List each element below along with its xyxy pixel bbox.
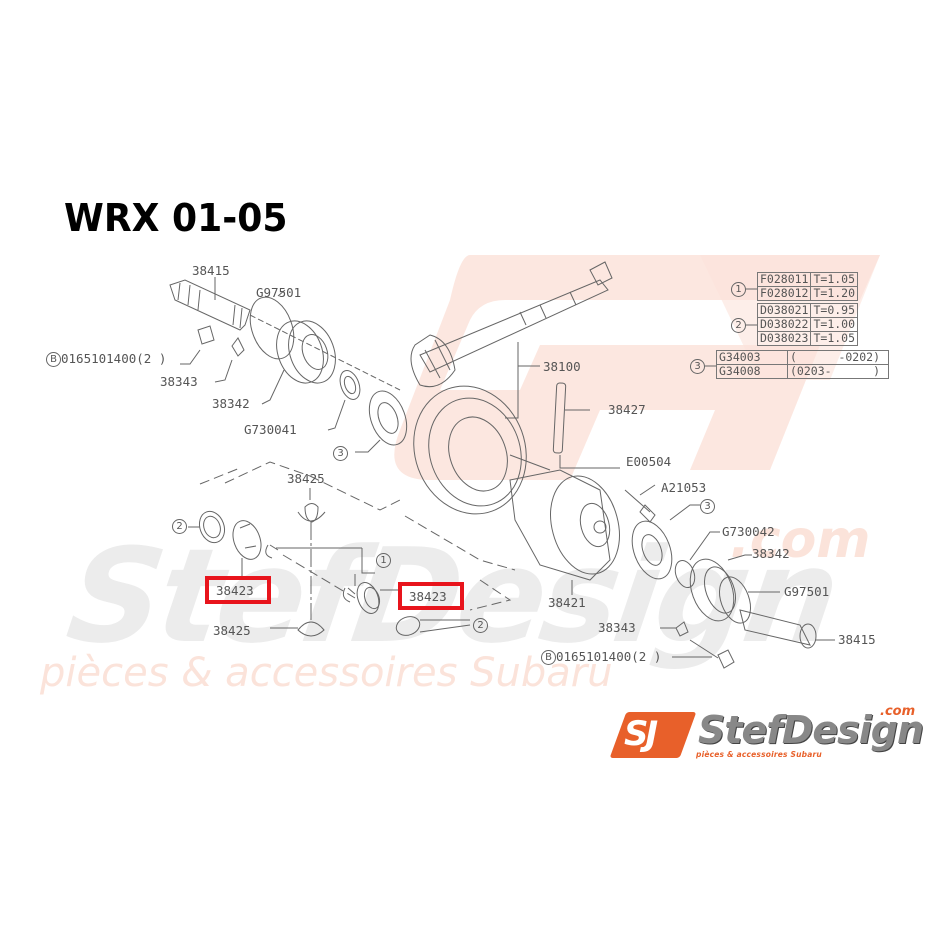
axle-shaft-top xyxy=(169,277,401,391)
spec-ref-3: 3 xyxy=(690,359,705,374)
watermark-tagline-text: pièces & accessoires Subaru xyxy=(40,650,613,696)
spec-value: T=1.00 xyxy=(810,317,859,332)
label-38423-right: 38423 xyxy=(409,589,447,604)
label-g97501-top: G97501 xyxy=(256,285,302,300)
spec-ref-1: 1 xyxy=(731,282,746,297)
label-a21053: A21053 xyxy=(661,480,707,495)
spec-part: D038021 xyxy=(756,303,812,318)
label-38342-top: 38342 xyxy=(212,396,250,411)
label-g97501-bottom: G97501 xyxy=(784,584,830,599)
label-38415-bottom: 38415 xyxy=(838,632,876,647)
spec-part: G34008 xyxy=(716,364,788,379)
ref-3-right: 3 xyxy=(700,499,715,514)
label-bolt-bottom: 0165101400(2 ) xyxy=(556,649,662,664)
label-38343-top: 38343 xyxy=(160,374,198,389)
spec-part: F028011 xyxy=(756,272,812,287)
ref-2-right: 2 xyxy=(473,618,488,633)
spider-gear-cluster xyxy=(188,461,516,637)
label-38421: 38421 xyxy=(548,595,586,610)
spec-value: T=1.05 xyxy=(810,331,859,346)
diff-case-38421 xyxy=(509,469,620,595)
ref-3-left: 3 xyxy=(333,446,348,461)
label-38425-top: 38425 xyxy=(287,471,325,486)
page-title: WRX 01-05 xyxy=(64,196,288,240)
ref-1: 1 xyxy=(376,553,391,568)
highlight-38423-left[interactable]: 38423 xyxy=(205,576,271,604)
label-g730041: G730041 xyxy=(244,422,297,437)
bolt-symbol-bottom: B xyxy=(541,650,556,665)
pinion-shaft-38100 xyxy=(410,261,613,419)
spec-value: ( -0202) xyxy=(787,350,889,365)
label-38415-top: 38415 xyxy=(192,263,230,278)
spec-value: T=0.95 xyxy=(810,303,859,318)
label-38427: 38427 xyxy=(608,402,646,417)
ring-gear xyxy=(413,385,527,515)
logo-tagline: pièces & accessoires Subaru xyxy=(696,750,822,759)
spec-row: G34008(0203- ) xyxy=(716,364,889,379)
label-bolt-top: 0165101400(2 ) xyxy=(61,351,167,366)
label-38100: 38100 xyxy=(543,359,581,374)
logo-name: StefDesign xyxy=(698,708,924,752)
label-g730042: G730042 xyxy=(722,524,775,539)
label-38343-bottom: 38343 xyxy=(598,620,636,635)
spec-value: T=1.05 xyxy=(810,272,859,287)
highlight-38423-right[interactable]: 38423 xyxy=(398,582,464,610)
bolt-symbol-top: B xyxy=(46,352,61,367)
label-e00504: E00504 xyxy=(626,454,672,469)
spec-part: D038022 xyxy=(756,317,812,332)
spec-part: G34003 xyxy=(716,350,788,365)
logo-mark-text: SJ xyxy=(624,714,658,754)
spec-table-group3: G34003( -0202) G34008(0203- ) xyxy=(716,350,889,379)
spec-value: T=1.20 xyxy=(810,286,859,301)
spec-part: F028012 xyxy=(756,286,812,301)
label-38425-bottom: 38425 xyxy=(213,623,251,638)
bearing-38342-top xyxy=(276,320,336,384)
ref-2-left: 2 xyxy=(172,519,187,534)
logo-com: .com xyxy=(880,704,916,719)
spec-value: (0203- ) xyxy=(787,364,889,379)
stefdesign-logo: SJ StefDesign .com pièces & accessoires … xyxy=(609,704,924,764)
spec-ref-2: 2 xyxy=(731,318,746,333)
spec-row: G34003( -0202) xyxy=(716,350,889,365)
label-38342-bottom: 38342 xyxy=(752,546,790,561)
watermark-com-text: .com xyxy=(730,510,871,570)
spec-part: D038023 xyxy=(756,331,812,346)
label-38423-left: 38423 xyxy=(216,583,254,598)
